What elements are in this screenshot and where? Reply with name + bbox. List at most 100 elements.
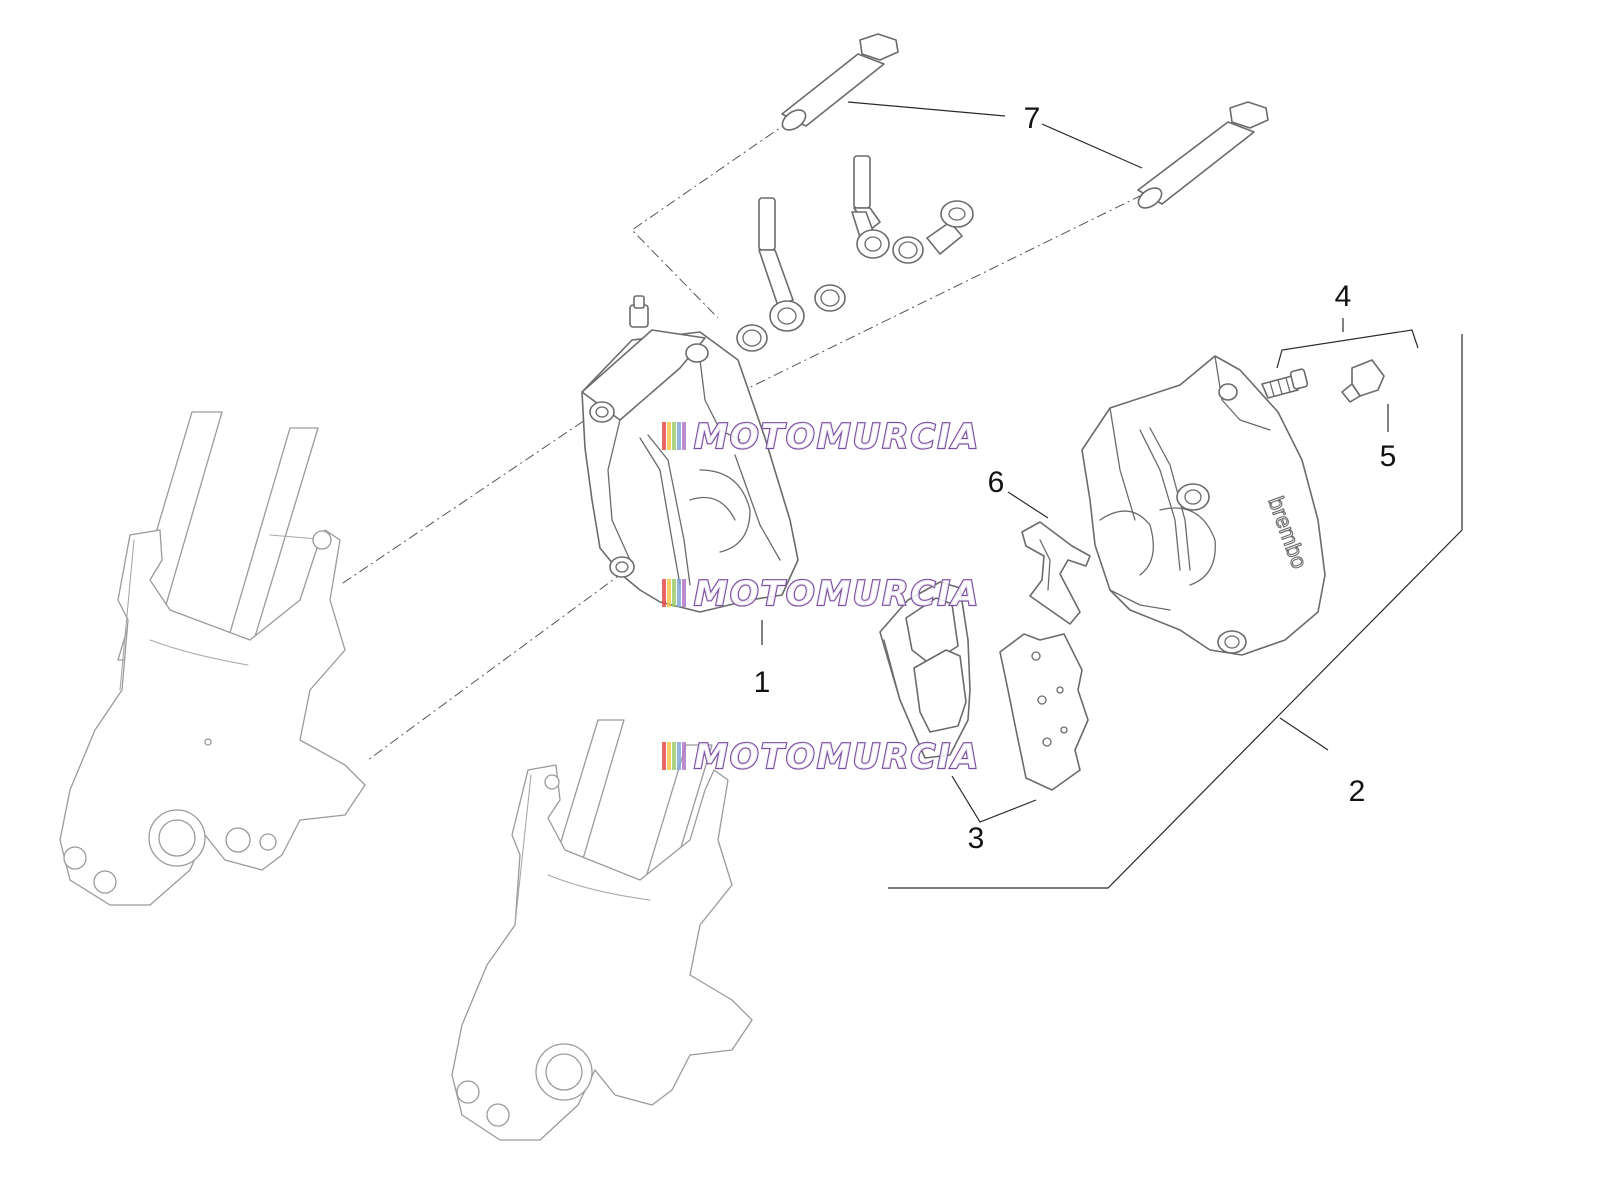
- leader-7-right: [1041, 123, 1143, 169]
- sealing-washers: [736, 236, 924, 352]
- pinch-bolt-lower-1: [456, 1080, 480, 1104]
- mounting-bolt-right: [1137, 101, 1269, 209]
- washer-3-hole: [898, 241, 918, 259]
- watermark-stripe: [662, 579, 666, 607]
- bleed-cap-tab: [1341, 383, 1361, 403]
- caliper-right-front-edge: [1109, 407, 1136, 521]
- axle-bore-lower-inner: [545, 1053, 583, 1091]
- leader-4-bracket: [1276, 329, 1419, 369]
- caliper-left-outer-edge: [734, 454, 781, 561]
- hose-left-sleeve: [758, 197, 776, 251]
- brake-caliper-right: brembo: [1081, 355, 1326, 656]
- leader-2: [1279, 717, 1329, 751]
- caliper-right-piston-rear: [1159, 507, 1216, 586]
- pad-rear-hole-4: [1056, 686, 1064, 694]
- watermark-stripe: [677, 422, 681, 450]
- caliper-right-mount-hole-bottom: [1217, 630, 1247, 654]
- caliper-left-pad-slot-2: [647, 434, 691, 586]
- banjo-bolt-shank: [926, 221, 963, 255]
- mount-centre-line-lower: [367, 559, 641, 761]
- caliper-mount-lug-upper: [225, 827, 251, 853]
- leader-3: [951, 775, 1037, 823]
- bleed-valve: [1261, 368, 1309, 399]
- fork-slider-upper-collar: [149, 639, 249, 666]
- fork-slider-lower-collar: [547, 874, 651, 901]
- bleed-valve-nipple: [1289, 368, 1309, 390]
- centre-lines: [339, 120, 1143, 761]
- bolt-centre-line-upper: [631, 120, 791, 319]
- fork-slider-upper-edge: [119, 539, 135, 691]
- bolt-left-head: [859, 33, 899, 61]
- caliper-right-piston-front: [1099, 510, 1154, 576]
- fork-leg-upper: [59, 411, 366, 906]
- bleed-cap: [1341, 359, 1385, 403]
- fork-leg-lower: [451, 719, 753, 1141]
- watermark-stripes: [662, 742, 686, 770]
- pinch-bolt-lower-2: [486, 1103, 510, 1127]
- leader-6: [1007, 491, 1049, 519]
- bolt-centre-line-right: [611, 194, 1143, 456]
- caliper-right-mount-hole-bottom-inner: [1224, 635, 1240, 649]
- pinch-bolt-upper-2: [93, 870, 117, 894]
- brake-pad-rear: [999, 633, 1089, 791]
- pad-front-edge: [883, 639, 901, 701]
- caliper-left-piston: [699, 469, 751, 553]
- brake-hose-left: [758, 197, 805, 332]
- pad-front-friction-lower: [913, 649, 967, 733]
- caliper-right-top-edge: [1214, 355, 1271, 431]
- caliper-right-bottom-edge: [1109, 589, 1171, 611]
- fork-slider-lower: [451, 764, 753, 1141]
- bolt-left-shank: [781, 53, 885, 127]
- watermark-stripes: [662, 579, 686, 607]
- watermark-text: MOTOMURCIA: [694, 737, 980, 777]
- pad-front-friction-upper: [905, 597, 959, 665]
- caliper-left-piston-housing: [699, 359, 741, 441]
- fork-slider-upper: [59, 529, 366, 906]
- pinch-bolt-upper-1: [63, 846, 87, 870]
- callout-5: 5: [1380, 440, 1397, 473]
- watermark-stripe: [672, 579, 676, 607]
- caliper-mount-lug-upper-2: [259, 833, 277, 851]
- watermark-stripe: [682, 422, 686, 450]
- caliper-left-mount-hole-top-inner: [595, 406, 609, 418]
- watermark-stripe: [682, 579, 686, 607]
- brake-hose-right: [851, 155, 890, 259]
- fork-upper-mount-hole: [312, 530, 332, 550]
- caliper-right-mount-hole-top: [1176, 483, 1210, 511]
- caliper-right-pad-slot: [1139, 429, 1181, 571]
- mount-centre-line-upper: [339, 409, 601, 586]
- leader-7-left: [847, 101, 1006, 117]
- caliper-right-mount-hole-top-inner: [1184, 489, 1202, 505]
- fork-lower-mount-hole: [544, 774, 560, 790]
- watermark-1: MOTOMURCIA: [662, 416, 980, 458]
- washer-1: [736, 324, 768, 352]
- caliper-left-mount-hole-top: [589, 401, 615, 423]
- bolt-left-tip: [781, 109, 807, 131]
- watermark-text: MOTOMURCIA: [694, 574, 980, 614]
- callout-2: 2: [1349, 775, 1366, 808]
- watermark-text: MOTOMURCIA: [694, 417, 980, 457]
- banjo-left-hole: [777, 307, 797, 325]
- axle-bore-upper-inner: [158, 819, 196, 857]
- washer-1-hole: [742, 329, 762, 347]
- watermark-stripe: [677, 579, 681, 607]
- callout-7: 7: [1024, 102, 1041, 135]
- watermark-stripe: [682, 742, 686, 770]
- caliper-left-piston-edge: [689, 496, 736, 521]
- callout-4: 4: [1335, 280, 1352, 313]
- caliper-left-bleed-screw: [629, 295, 649, 328]
- caliper-left-mount-hole-bottom-inner: [615, 561, 629, 573]
- watermark-3: MOTOMURCIA: [662, 736, 980, 778]
- pad-rear-hole-1: [1031, 651, 1041, 661]
- bleed-valve-thread-lines: [1269, 377, 1291, 397]
- watermark-2: MOTOMURCIA: [662, 573, 980, 615]
- watermark-stripe: [662, 742, 666, 770]
- pad-spring: [1021, 521, 1091, 625]
- hose-left-bend: [758, 249, 794, 307]
- brake-caliper-left: [581, 295, 799, 613]
- pad-spring-plate: [1021, 521, 1091, 625]
- pad-spring-fold: [1039, 539, 1051, 591]
- pad-rear-hole-3: [1042, 737, 1052, 747]
- caliper-left-banjo-port: [685, 343, 709, 363]
- fork-slider-lower-edge: [514, 774, 532, 926]
